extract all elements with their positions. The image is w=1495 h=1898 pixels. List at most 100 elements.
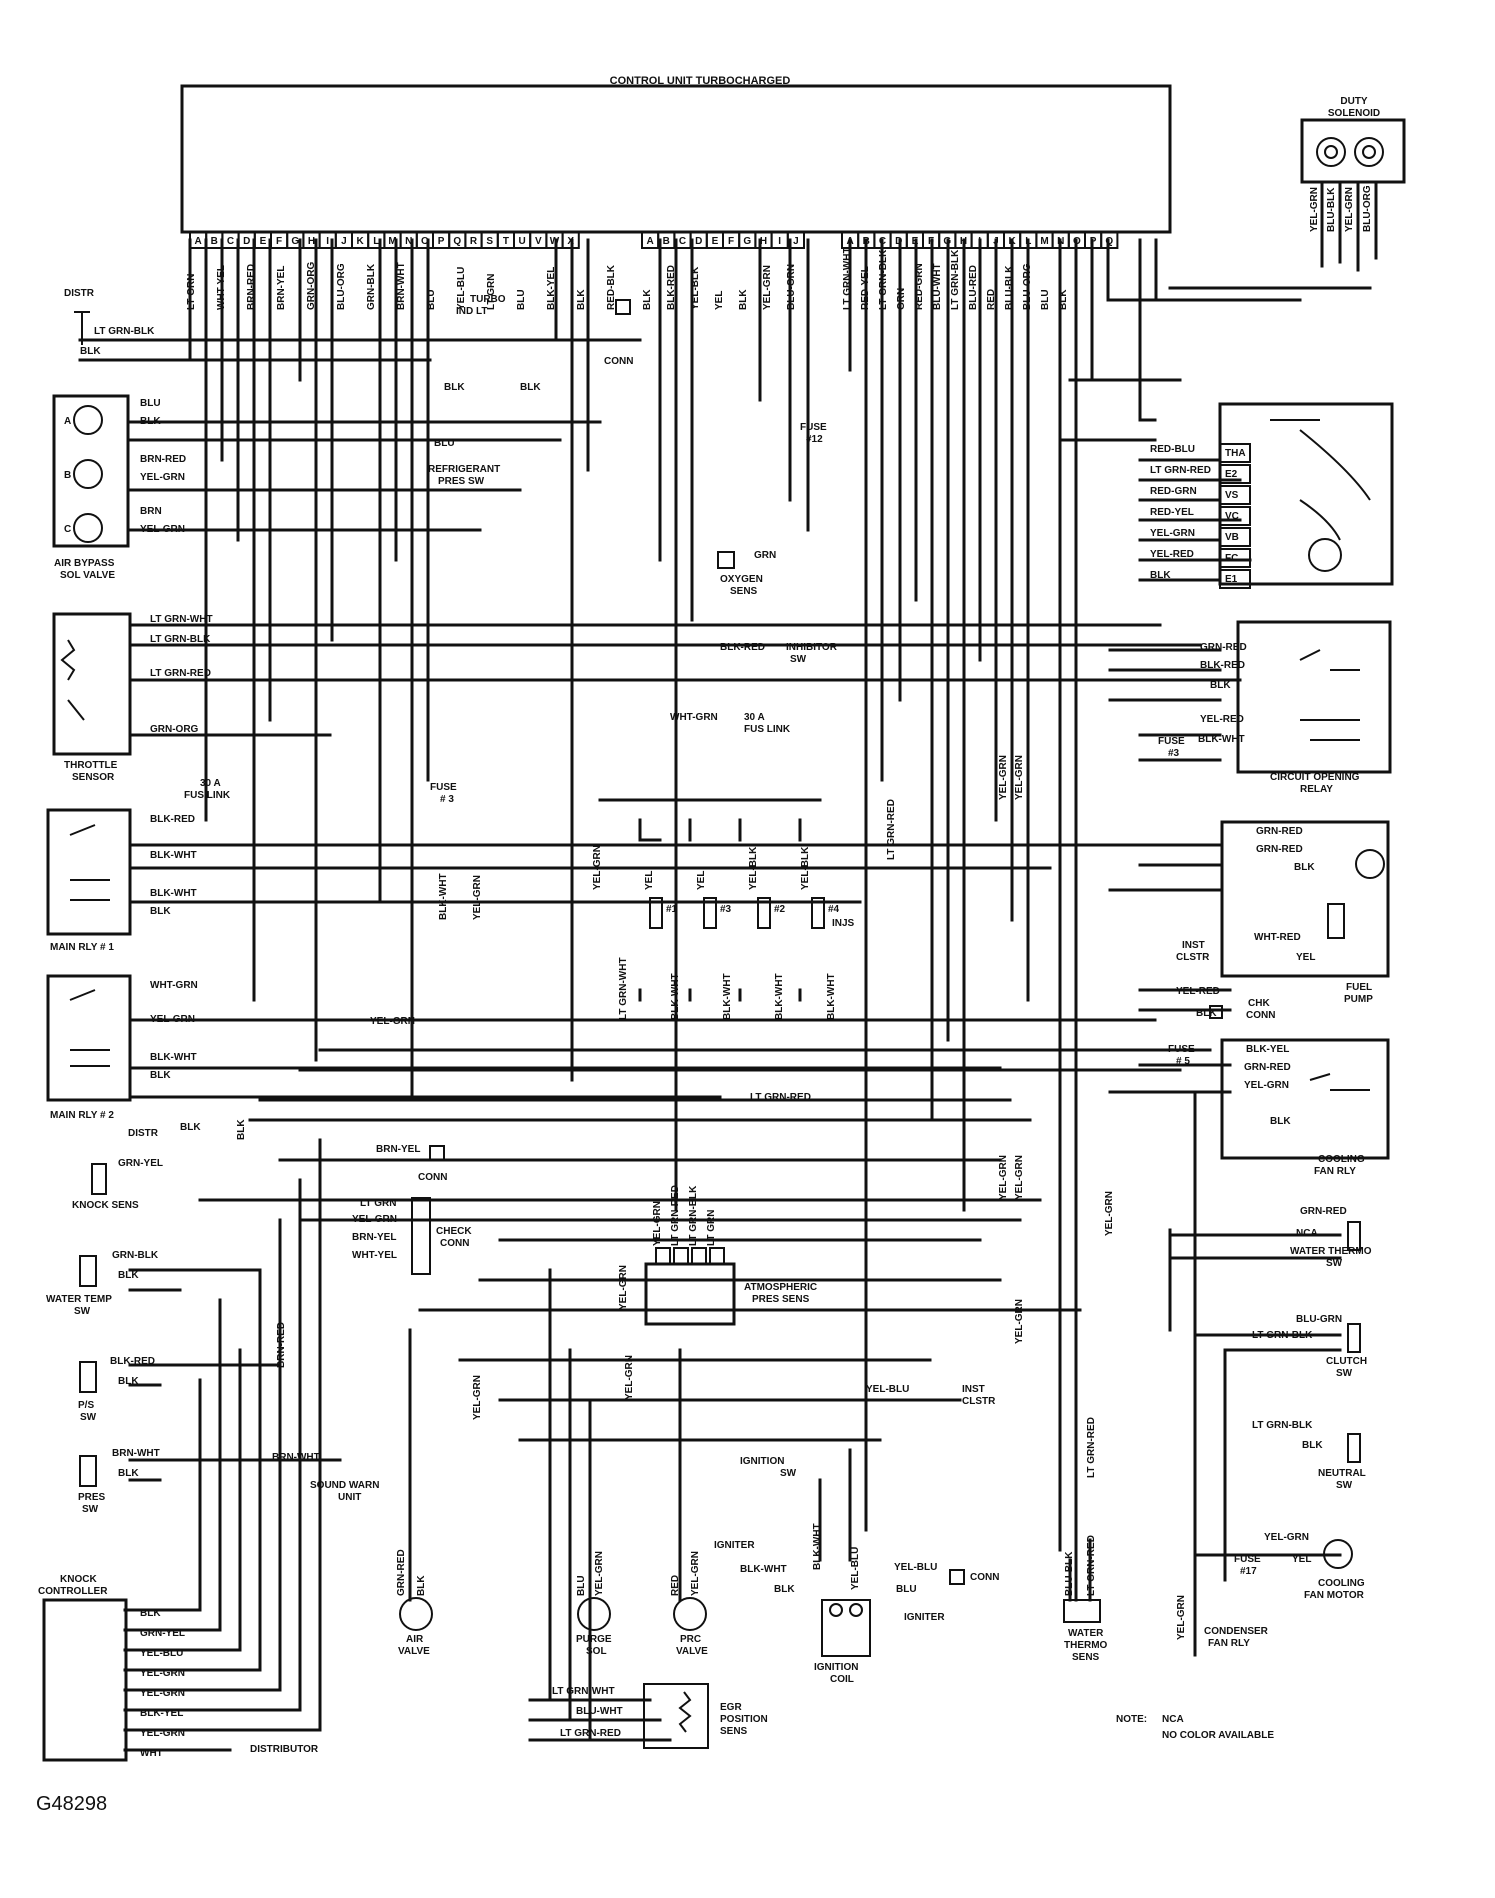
- main-rly2-wire-2: YEL-GRN: [150, 1014, 195, 1025]
- ecu-wire-label: LT GRN-BLK: [950, 249, 961, 310]
- injector-body: [811, 897, 825, 929]
- duty-solenoid-wire-3: YEL-GRN: [1344, 187, 1355, 232]
- afm-pin-label: VC: [1225, 511, 1239, 522]
- ecu-pin-label: C: [227, 236, 234, 247]
- conn-top: CONN: [604, 299, 633, 367]
- distr-top-wire-1: LT GRN-BLK: [94, 326, 155, 337]
- egr-wire-3: LT GRN-RED: [560, 1728, 621, 1739]
- injs-caption: INJS: [832, 918, 855, 929]
- afm-wire-label: LT GRN-RED: [1150, 465, 1211, 476]
- afm-pin-cell: [1219, 548, 1251, 568]
- air-bypass-label-1: AIR BYPASS: [54, 558, 115, 569]
- refrigerant-wire-2: BLK: [444, 382, 465, 393]
- neutral-wire-1: LT GRN-BLK: [1252, 1420, 1313, 1431]
- refrigerant-wire-3: BLK: [520, 382, 541, 393]
- vertical-wire-label: LT GRN-RED: [886, 799, 897, 860]
- inst-clstr-2: YEL-BLU INST CLSTR: [866, 1384, 996, 1407]
- main-rly1-wire-1: BLK-RED: [150, 814, 195, 825]
- ps-label-2: SW: [80, 1412, 97, 1423]
- fus-link-label-2: FUS LINK: [744, 724, 791, 735]
- fuse12-label-1: FUSE: [800, 422, 827, 433]
- ign-wire-3: BLK-WHT: [812, 1523, 823, 1570]
- kc-wire-label: BLK-YEL: [140, 1708, 183, 1719]
- refrigerant-label-2: PRES SW: [438, 476, 485, 487]
- cor-label-2: RELAY: [1300, 784, 1333, 795]
- oxygen-label-2: SENS: [730, 586, 758, 597]
- wire-routing: [78, 238, 1372, 1752]
- purge-label-1: PURGE: [576, 1634, 612, 1645]
- air-valve-wire-2: BLK: [416, 1575, 427, 1596]
- atmos-wire-3: LT GRN-BLK: [688, 1185, 699, 1246]
- main-rly1-wire-2: BLK-WHT: [150, 850, 197, 861]
- ecu-wire-label: RED-BLK: [606, 264, 617, 310]
- ecu-pin-label: D: [695, 236, 702, 247]
- cfm-label-2: FAN MOTOR: [1304, 1590, 1365, 1601]
- throttle-label-2: SENSOR: [72, 772, 115, 783]
- cor-label-1: CIRCUIT OPENING: [1270, 772, 1360, 783]
- fuel-pump-wire-5: YEL: [1296, 952, 1315, 963]
- ecu-wire-label: YEL-BLK: [690, 266, 701, 310]
- chk-conn-wire-1: YEL-RED: [1176, 986, 1220, 997]
- refrigerant-label-1: REFRIGERANT: [428, 464, 500, 475]
- air-bypass-sub-a: A: [64, 416, 71, 427]
- main-rly2-wire-3: BLK-WHT: [150, 1052, 197, 1063]
- wts2-label-1: WATER: [1068, 1628, 1104, 1639]
- conn-top-label: CONN: [604, 356, 633, 367]
- turbo-ind-lt: TURBO IND LT: [456, 294, 506, 317]
- check-conn-wire-1: LT GRN: [360, 1198, 396, 1209]
- ecu-wire-label: YEL-BLU: [456, 267, 467, 310]
- sound-warn-unit: SOUND WARN UNIT: [310, 1480, 379, 1503]
- water-temp-sw: GRN-BLK BLK WATER TEMP SW: [46, 1250, 159, 1317]
- ecu-wire-label: RED: [986, 289, 997, 310]
- afm-pin-cell: [1219, 527, 1251, 547]
- kc-wire-label: YEL-BLU: [140, 1648, 183, 1659]
- pres-sw: BRN-WHT BLK BRN-WHT PRES SW: [78, 1448, 320, 1515]
- check-conn-label-1: CHECK: [436, 1226, 472, 1237]
- ps-sw: BLK-RED BLK BRN-RED P/S SW: [78, 1322, 287, 1423]
- egr-label-1: EGR: [720, 1702, 742, 1713]
- injector-body: [649, 897, 663, 929]
- main-relay-2: WHT-GRN YEL-GRN BLK-WHT BLK YEL-GRN MAIN…: [46, 974, 415, 1121]
- prc-valve: RED YEL-GRN PRC VALVE: [670, 1551, 708, 1657]
- air-bypass-sub-c: C: [64, 524, 71, 535]
- ign-igniter-2: IGNITER: [904, 1612, 945, 1623]
- afm-wire-label: BLK: [1150, 570, 1171, 581]
- pres-label-2: SW: [82, 1504, 99, 1515]
- ps-label-1: P/S: [78, 1400, 94, 1411]
- oxygen-wire: GRN: [754, 550, 776, 561]
- air-valve-label-2: VALVE: [398, 1646, 430, 1657]
- atmos-wire-2: LT GRN-RED: [670, 1185, 681, 1246]
- ecu-pin-label: L: [373, 236, 379, 247]
- main-rly2-wire-4: BLK: [150, 1070, 171, 1081]
- duty-solenoid-wire-2: BLU-BLK: [1326, 187, 1337, 232]
- distr-top-wire-2: BLK: [80, 346, 101, 357]
- purge-sol: BLU YEL-GRN YEL-GRN PURGE SOL: [576, 1265, 629, 1657]
- clutch-label-1: CLUTCH: [1326, 1356, 1367, 1367]
- ignition-coil: IGNITER BLK-WHT YEL-BLU BLK-WHT BLK YEL-…: [714, 1523, 999, 1685]
- knock-sens-wire: GRN-YEL: [118, 1158, 163, 1169]
- chk-conn-wire-2: BLK: [1196, 1008, 1217, 1019]
- ecu-wire-label: BLU-WHT: [932, 263, 943, 310]
- ecu-wire-label: GRN-ORG: [306, 261, 317, 310]
- ecu-pin-label: K: [356, 236, 364, 247]
- fuel-pump-inst-1: INST: [1182, 940, 1205, 951]
- ps-wire-1: BLK-RED: [110, 1356, 155, 1367]
- ecu-pin-label: J: [341, 236, 347, 247]
- ecu-wire-label: RED-GRN: [914, 263, 925, 310]
- ecu-wire-label: BRN-YEL: [276, 266, 287, 310]
- ecu-pin-label: N: [405, 236, 412, 247]
- ign-wire-5: YEL-BLU: [894, 1562, 937, 1573]
- fuse-12: FUSE #12: [800, 422, 827, 445]
- injector-top-wire: YEL: [696, 871, 707, 890]
- ign-wire-1: BLK-WHT: [740, 1564, 787, 1575]
- afm-wire-label: RED-BLU: [1150, 444, 1195, 455]
- fuse3-label-2: # 3: [440, 794, 454, 805]
- main-rly2-label: MAIN RLY # 2: [50, 1110, 114, 1121]
- ecu-pin-label: F: [728, 236, 734, 247]
- duty-solenoid-label-2: SOLENOID: [1328, 108, 1380, 119]
- afm-pin-label: E2: [1225, 469, 1238, 480]
